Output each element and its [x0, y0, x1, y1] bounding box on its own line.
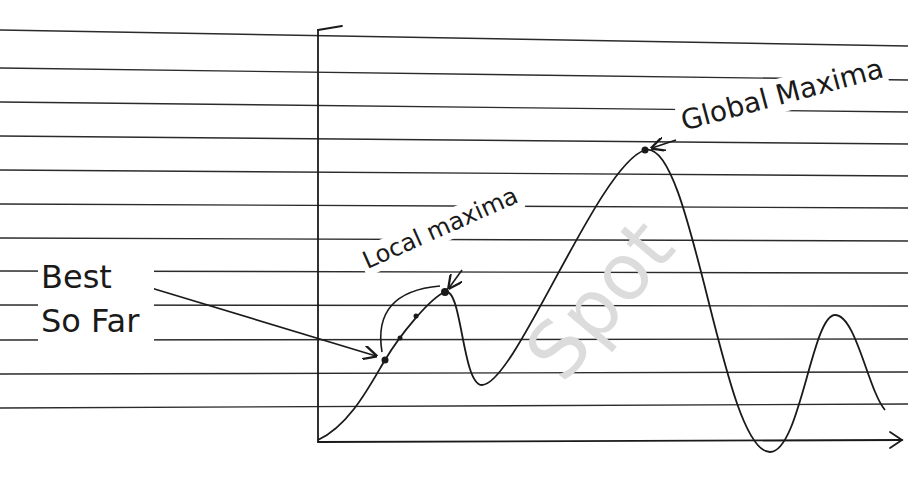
callout-label: Global Maxima	[674, 51, 890, 139]
axes	[318, 26, 902, 448]
leader-arrow	[652, 140, 676, 148]
leader-arrow	[128, 281, 376, 356]
step-arc	[381, 286, 440, 352]
leader-arrow	[449, 270, 462, 288]
watermark: Spot	[507, 202, 693, 398]
ruled-lines	[0, 30, 908, 408]
callout-label: Local maxima	[356, 180, 526, 277]
objective-curve	[318, 150, 885, 452]
callout-label: Best So Far	[38, 255, 154, 343]
